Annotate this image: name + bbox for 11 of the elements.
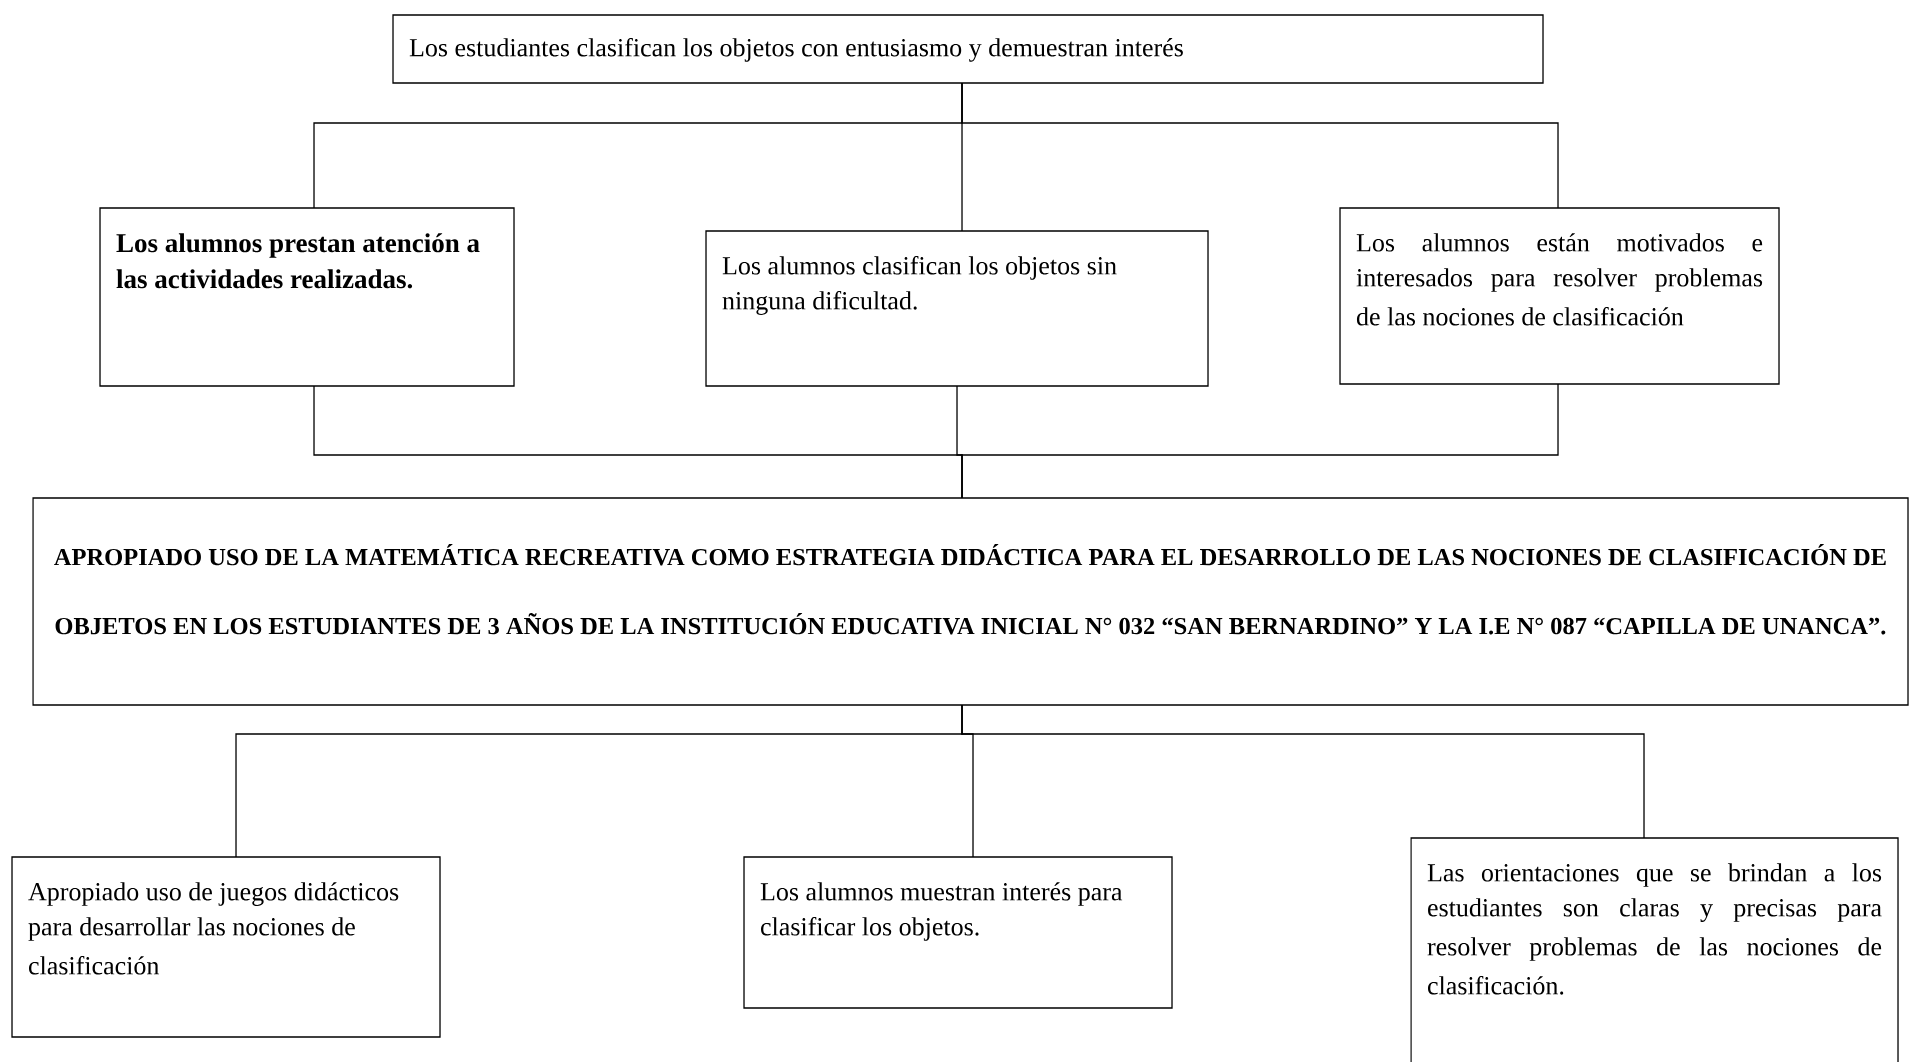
text-box: Los alumnos clasifican los objetos sin ninguna dificultad. [705, 230, 1209, 387]
text-box: Apropiado uso de juegos didácticos para desarrollar las nociones de clasificación [11, 856, 441, 1038]
title-box: APROPIADO USO DE LA MATEMÁTICA RECREATIVA COMO ESTRATEGIA DIDÁCTICA PARA EL DESARROLLO DE LAS NOCIONES DE CLASIFICACIÓN DE OBJETOS EN LOS ESTUDIANTES DE 3 AÑOS DE LA INSTITUCIÓN EDUCATIVA INICIAL N° 032 “SAN BERNARDINO” Y LA I.E N° 087 “CAPILLA DE UNANCA”. [32, 497, 1909, 706]
text-box: Las orientaciones que se brindan a los estudiantes son claras y precisas para resolver problemas de las nociones de clasificación. [1410, 837, 1899, 1062]
text-box: Los alumnos muestran interés para clasificar los objetos. [743, 856, 1173, 1009]
text-box: Los alumnos prestan atención a las actividades realizadas. [99, 207, 515, 387]
connector-line [961, 383, 1559, 499]
text-box: Los alumnos están motivados e interesados para resolver problemas de las nociones de clasificación [1339, 207, 1780, 385]
connector-line [961, 82, 1559, 209]
text-box: Los estudiantes clasifican los objetos con entusiasmo y demuestran interés [392, 14, 1544, 84]
connector-line [961, 704, 1645, 839]
